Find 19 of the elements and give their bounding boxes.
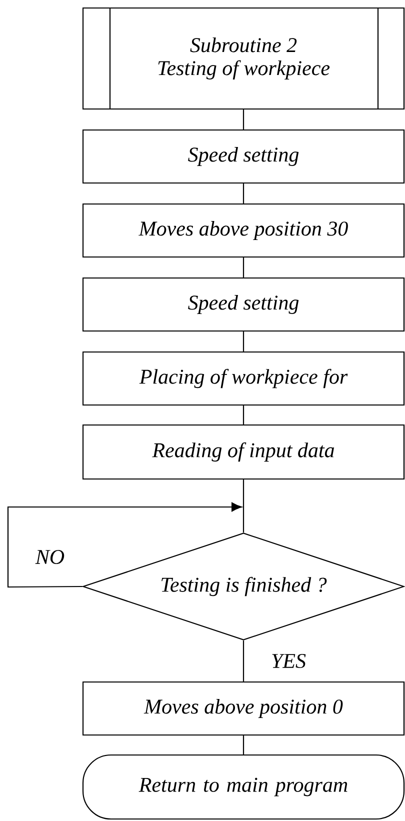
connector-line [242, 110, 244, 130]
process-box: Placing of workpiece for [82, 351, 405, 406]
connector-line [242, 640, 244, 682]
connector-line [242, 332, 244, 352]
process-box: Reading of input data [82, 424, 405, 480]
connector-line [242, 406, 244, 424]
subroutine-box: Subroutine 2 Testing of workpiece [82, 7, 405, 110]
connector-line [242, 480, 244, 532]
edge-label: YES [272, 654, 306, 668]
process-box: Moves above position 30 [82, 203, 405, 258]
process-box: Speed setting [82, 277, 405, 332]
loop-arrow [7, 502, 242, 588]
connector-line [242, 258, 244, 278]
process-box: Speed setting [82, 129, 405, 184]
process-box: Moves above position 0 [82, 681, 405, 736]
connector-line [242, 184, 244, 204]
connector-line [242, 736, 244, 754]
edge-label: NO [35, 550, 64, 564]
terminal-box: Return to main program [82, 754, 405, 820]
